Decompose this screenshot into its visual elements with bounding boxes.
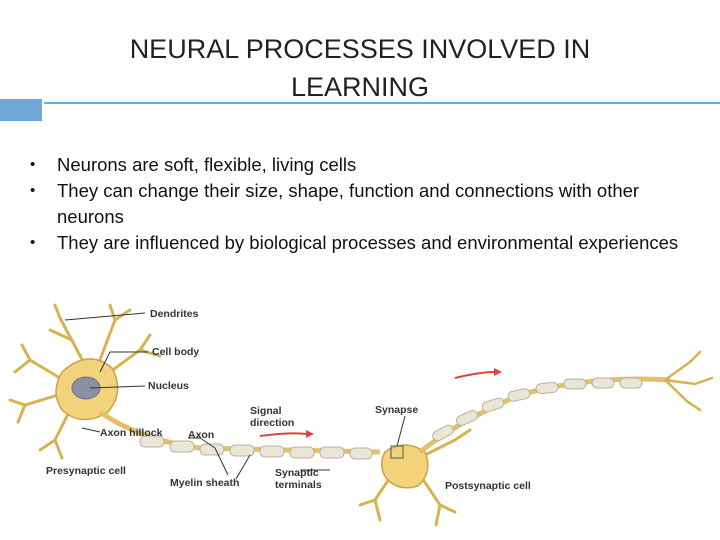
label-axon: Axon: [188, 429, 214, 441]
postsynaptic-myelin: [432, 377, 643, 442]
bullet-list: •Neurons are soft, flexible, living cell…: [30, 152, 705, 256]
bullet-icon: •: [30, 182, 36, 199]
postsynaptic-dendrites: [358, 428, 472, 527]
label-nucleus: Nucleus: [148, 380, 189, 392]
title-divider: [44, 102, 720, 104]
postsynaptic-cell-body: [381, 444, 429, 489]
label-synapse: Synapse: [375, 404, 418, 416]
label-synaptic: Synaptic: [275, 467, 319, 479]
bullet-item: •They are influenced by biological proce…: [30, 230, 705, 256]
label-presynaptic-cell: Presynaptic cell: [46, 465, 126, 477]
label-postsynaptic-cell: Postsynaptic cell: [445, 480, 531, 492]
neuron-diagram: Dendrites Cell body Nucleus Axon hillock…: [8, 303, 714, 527]
signal-arrow-icon: [259, 368, 502, 438]
label-myelin-sheath: Myelin sheath: [170, 477, 239, 489]
bullet-item: •Neurons are soft, flexible, living cell…: [30, 152, 705, 178]
label-terminals: terminals: [275, 479, 322, 491]
label-dendrites: Dendrites: [150, 308, 199, 320]
leader-lines: [64, 312, 406, 480]
label-signal: Signal: [250, 405, 282, 417]
axon-terminal-branches: [663, 350, 714, 412]
label-direction: direction: [250, 417, 294, 429]
label-cell-body: Cell body: [152, 346, 199, 358]
bullet-icon: •: [30, 156, 36, 173]
bullet-item: •They can change their size, shape, func…: [30, 180, 640, 227]
bullet-icon: •: [30, 234, 36, 251]
myelin-sheath: [139, 435, 373, 460]
title-accent-block: [0, 99, 42, 121]
label-axon-hillock: Axon hillock: [100, 427, 163, 439]
slide-title: NEURAL PROCESSES INVOLVED IN LEARNING: [129, 34, 591, 102]
